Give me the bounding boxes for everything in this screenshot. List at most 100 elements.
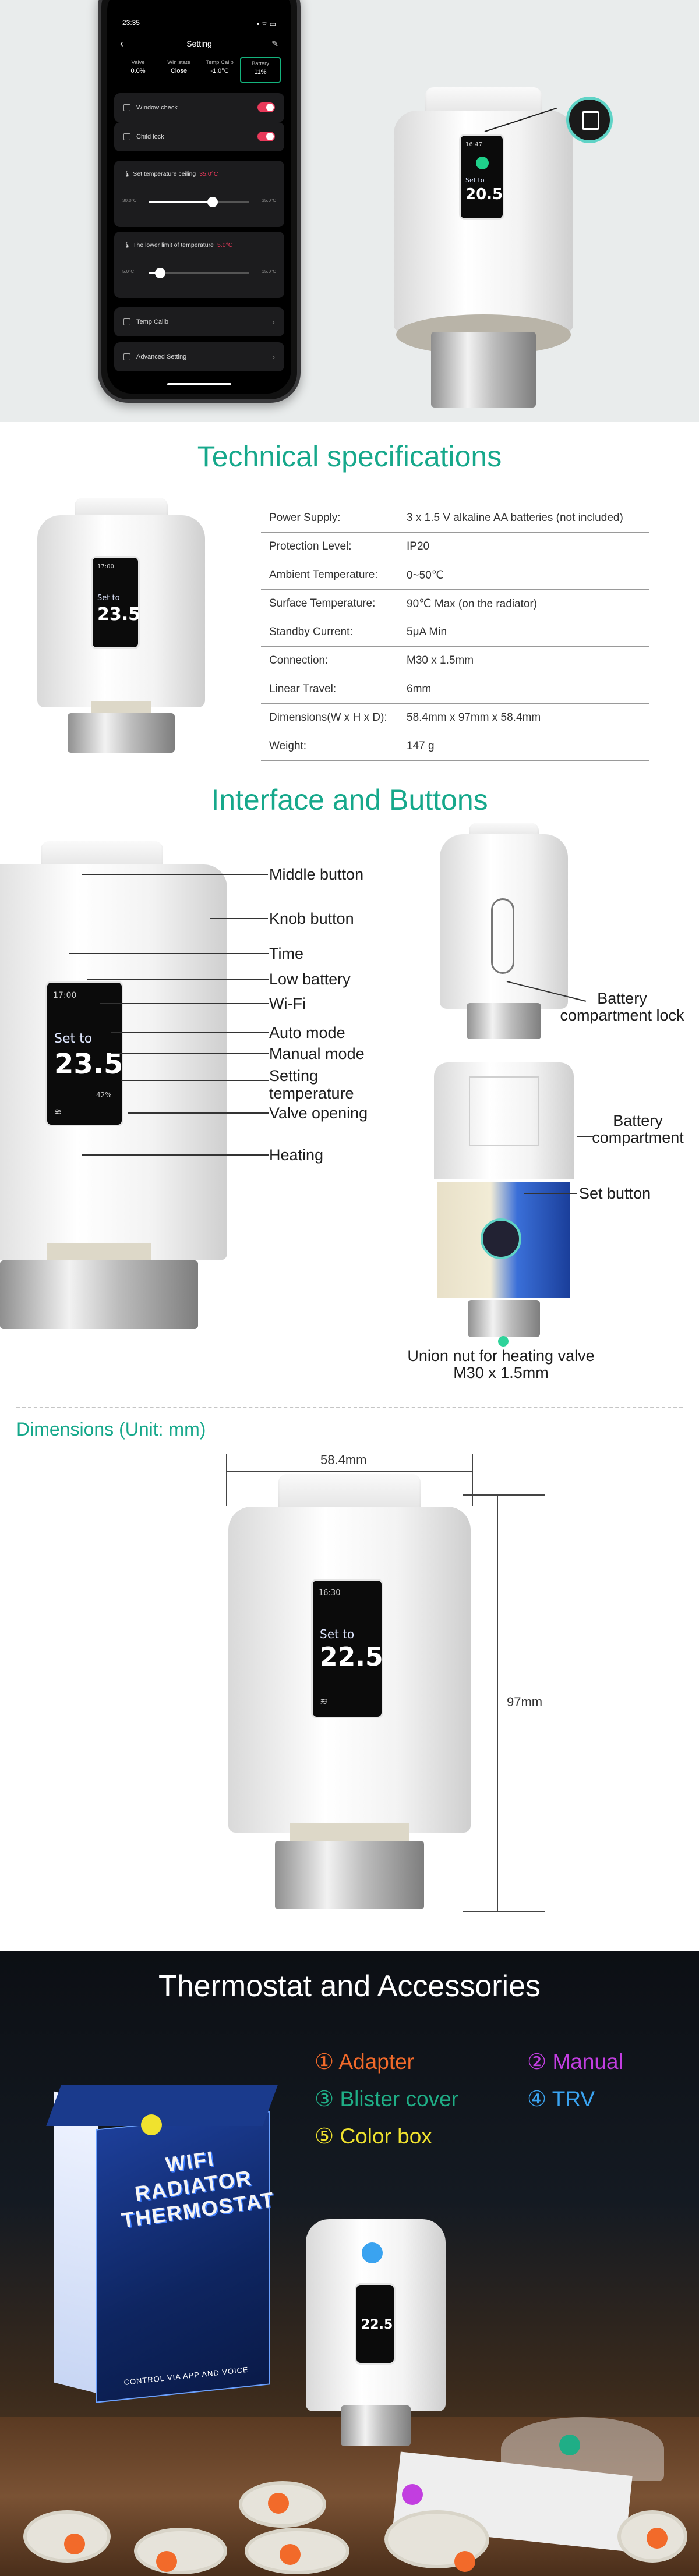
spec-trv: 17:00 Set to 23.5: [34, 498, 209, 754]
lower-label: The lower limit of temperature: [133, 242, 214, 249]
display-temp: 23.5: [97, 604, 141, 625]
tile-label: Win state: [167, 59, 190, 66]
home-indicator: [167, 383, 231, 385]
leader-line: [82, 1154, 269, 1156]
chevron-right-icon: ›: [272, 317, 275, 327]
trv-union-nut: [341, 2405, 411, 2446]
cover-window: [469, 1076, 539, 1146]
label-heating: Heating: [269, 1146, 324, 1164]
trv-union-nut: [467, 1003, 541, 1039]
spec-value: 0~50℃: [398, 561, 649, 590]
tile-value: 11%: [254, 69, 267, 76]
label-wifi: Wi-Fi: [269, 995, 306, 1012]
label-line: Battery: [597, 990, 647, 1007]
label-line: Battery: [613, 1112, 663, 1129]
box-side: [54, 2091, 98, 2394]
display-temp: 20.5: [465, 186, 503, 203]
leader-line: [87, 979, 269, 980]
label-line: compartment: [592, 1129, 684, 1146]
leader-line: [82, 874, 268, 875]
leader-line: [128, 1112, 269, 1114]
adapter-marker: [64, 2534, 85, 2554]
tile-label: Valve: [131, 59, 145, 66]
ceiling-slider-knob[interactable]: [207, 197, 218, 207]
box-top: [46, 2085, 278, 2126]
label-line: Setting: [269, 1067, 319, 1085]
window-icon: [123, 104, 130, 111]
advanced-row[interactable]: Advanced Setting ›: [114, 342, 284, 371]
spec-key: Ambient Temperature:: [261, 561, 398, 590]
status-icons: ▪ ᯤ ▭: [256, 20, 276, 28]
dim-extension-line: [463, 1911, 545, 1912]
window-check-toggle[interactable]: [257, 102, 275, 112]
trv-body: [440, 834, 568, 1009]
trv-union-nut: [468, 1300, 540, 1337]
spec-key: Weight:: [261, 732, 398, 761]
specs-title: Technical specifications: [197, 440, 502, 473]
accessories-title: Thermostat and Accessories: [158, 1969, 541, 2003]
ceiling-slider-track[interactable]: [149, 197, 249, 207]
spec-value: 58.4mm x 97mm x 58.4mm: [398, 703, 649, 732]
thermometer-icon: 🌡: [123, 242, 132, 249]
child-lock-toggle[interactable]: [257, 132, 275, 141]
item-label: ③ Blister cover: [315, 2087, 459, 2111]
spec-value: 6mm: [398, 675, 649, 704]
spec-value: 5μA Min: [398, 618, 649, 647]
dashed-divider: [16, 1407, 683, 1408]
ceiling-value: 35.0°C: [199, 171, 218, 178]
label-line: M30 x 1.5mm: [453, 1364, 549, 1381]
chevron-right-icon: ›: [272, 352, 275, 362]
leader-line: [111, 1053, 269, 1054]
label-line: temperature: [269, 1085, 354, 1102]
display-time: 17:00: [97, 564, 114, 570]
width-dimension-line: [227, 1471, 472, 1472]
dim-extension-line: [226, 1454, 227, 1506]
item-label: ② Manual: [527, 2050, 623, 2074]
temp-calib-row[interactable]: Temp Calib ›: [114, 307, 284, 336]
spec-key: Dimensions(W x H x D):: [261, 703, 398, 732]
spec-key: Connection:: [261, 646, 398, 675]
leader-line: [577, 1136, 593, 1137]
lower-slider-knob[interactable]: [155, 268, 166, 278]
label-line: Union nut for heating valve: [407, 1347, 595, 1365]
display-set-to: Set to: [465, 176, 485, 184]
adapter-part: [617, 2510, 687, 2563]
tile-value: Close: [170, 68, 188, 75]
spec-table: Power Supply:3 x 1.5 V alkaline AA batte…: [261, 504, 649, 761]
spec-value: IP20: [398, 532, 649, 561]
trv-union-nut: [275, 1841, 424, 1909]
item-blister-cover: ③ Blister cover: [315, 2086, 458, 2111]
interface-title: Interface and Buttons: [211, 784, 488, 816]
display-temp: 22.5: [320, 1642, 383, 1672]
display-marker: [476, 157, 489, 169]
advanced-label: Advanced Setting: [136, 353, 187, 360]
interface-trv: 17:00 Set to 23.5 42% ≋: [0, 841, 233, 1342]
window-check-row[interactable]: Window check: [114, 93, 284, 122]
hero-trv: 16:47 Set to 20.5: [390, 87, 577, 413]
child-lock-label: Child lock: [136, 133, 164, 140]
trv-union-nut: [68, 713, 175, 753]
accessories-section: Thermostat and Accessories ① Adapter ② M…: [0, 1951, 699, 2576]
dim-extension-line: [463, 1494, 545, 1496]
interface-section: Interface and Buttons 17:00 Set to 23.5 …: [0, 771, 699, 1413]
child-lock-row[interactable]: Child lock: [114, 122, 284, 151]
adapter-marker: [647, 2528, 668, 2549]
heating-icon: ≋: [54, 1106, 62, 1117]
manual-marker: [402, 2484, 423, 2505]
edit-icon[interactable]: ✎: [271, 39, 278, 48]
display-set-to: Set to: [54, 1032, 93, 1046]
ceiling-label: Set temperature ceiling: [133, 171, 196, 178]
adapter-marker: [454, 2551, 475, 2572]
specs-section: Technical specifications 17:00 Set to 23…: [0, 422, 699, 771]
label-auto-mode: Auto mode: [269, 1024, 345, 1041]
trv-union-nut: [0, 1260, 198, 1329]
lower-min: 5.0°C: [122, 269, 135, 274]
dimension-trv: 16:30 Set to 22.5 ≋: [226, 1474, 473, 1911]
display-time: 16:47: [465, 141, 482, 148]
back-icon[interactable]: ‹: [120, 38, 123, 49]
lower-slider-track[interactable]: [149, 268, 249, 278]
